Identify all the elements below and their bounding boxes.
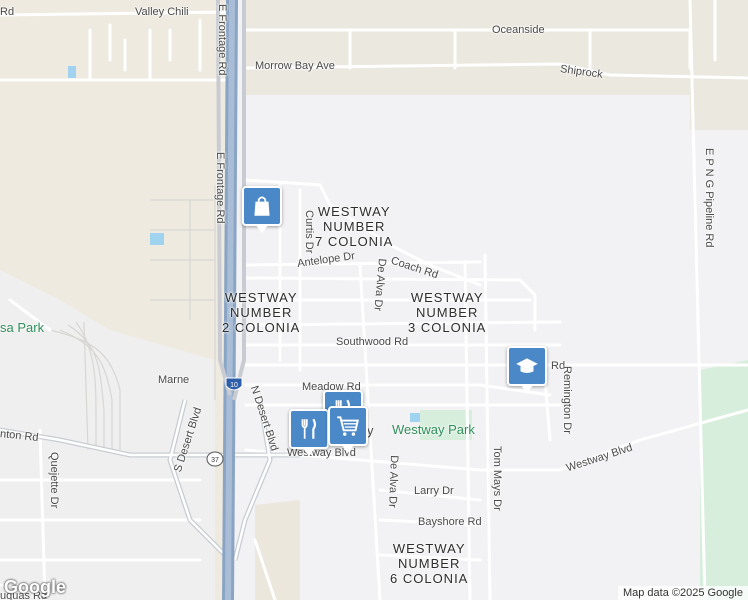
map-attribution[interactable]: Map data ©2025 Google xyxy=(617,586,748,600)
road-label-e-frontage-mid: E Frontage Rd xyxy=(214,152,226,224)
graduation-cap-icon xyxy=(516,358,538,374)
park-label-westway[interactable]: Westway Park xyxy=(392,422,475,437)
shopping-pin[interactable] xyxy=(242,186,282,233)
google-logo: Google xyxy=(4,577,66,597)
svg-text:10: 10 xyxy=(230,382,238,389)
grocery-pin[interactable] xyxy=(328,406,368,453)
shopping-cart-icon xyxy=(337,416,359,436)
fork-knife-icon xyxy=(301,418,317,439)
road-label-epng-pipeline: E P N G Pipeline Rd xyxy=(703,148,715,248)
road-label-de-alva-south: De Alva Dr xyxy=(386,455,400,508)
school-pin[interactable] xyxy=(507,346,547,393)
road-label-rd-topleft: Rd xyxy=(0,6,15,18)
area-label-y: y xyxy=(367,423,374,438)
shopping-bag-icon xyxy=(254,196,270,216)
park-label-sa-park[interactable]: sa Park xyxy=(0,320,45,335)
restaurant-pin-2[interactable] xyxy=(289,409,329,456)
road-label-quejette: Quejette Dr xyxy=(48,452,60,509)
interstate-10-shield: 10 xyxy=(225,377,243,391)
road-label-southwood: Southwood Rd xyxy=(336,336,409,348)
road-label-oceanside: Oceanside xyxy=(492,24,545,36)
road-label-larry: Larry Dr xyxy=(414,485,454,497)
road-label-tom-mays: Tom Mays Dr xyxy=(491,446,503,511)
road-label-e-frontage-top: E Frontage Rd xyxy=(216,4,228,76)
svg-text:37: 37 xyxy=(211,457,219,464)
road-label-morrow-bay: Morrow Bay Ave xyxy=(255,60,335,72)
road-label-bayshore: Bayshore Rd xyxy=(418,516,482,528)
route-37-shield: 37 xyxy=(206,451,224,467)
road-label-remington: Remington Dr xyxy=(561,366,573,434)
road-label-curtis: Curtis Dr xyxy=(303,210,315,254)
road-label-valley-chili: Valley Chili xyxy=(135,6,189,18)
road-label-marne: Marne xyxy=(158,374,190,386)
road-label-uquas: uquas Rd xyxy=(0,590,48,600)
road-label-rd-suffix: Rd xyxy=(551,360,566,372)
